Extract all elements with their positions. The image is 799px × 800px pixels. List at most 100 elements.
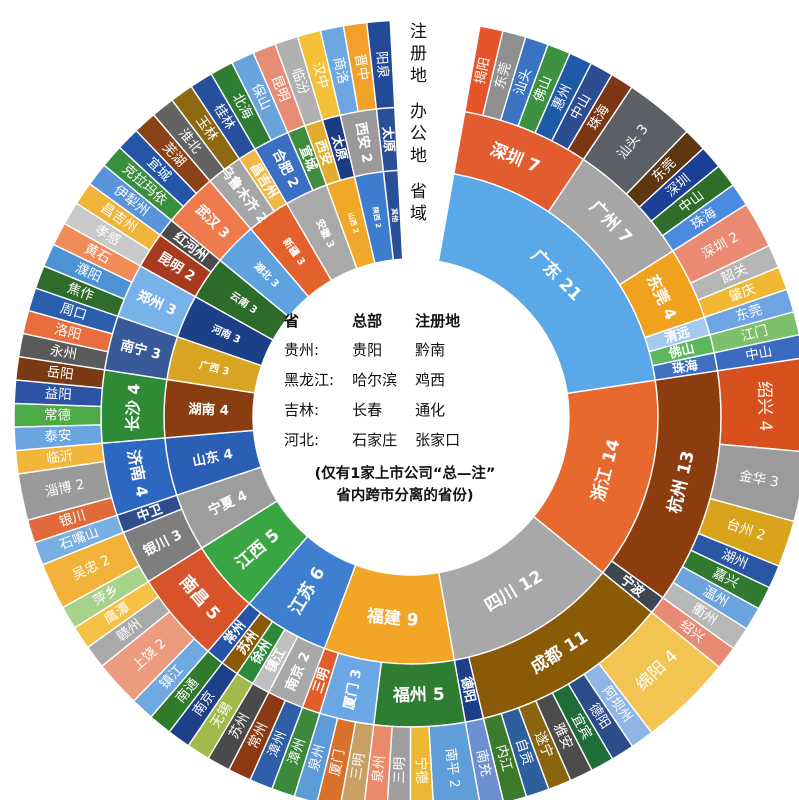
center-note: 省 总部 注册地 贵州: 贵阳 黔南 黑龙江: 哈尔滨 鸡西 吉林: 长春 通化… — [270, 310, 540, 510]
note-row: 黑龙江: 哈尔滨 鸡西 — [284, 369, 478, 399]
register-label-group: 阳泉 — [373, 50, 392, 79]
register-label: 晋中 — [351, 53, 371, 82]
register-label: 阳泉 — [373, 50, 392, 79]
register-label-group: 益阳 — [44, 386, 72, 404]
register-label-group: 泉州 — [369, 755, 388, 783]
legend-middle-ring: 办公地 — [406, 102, 426, 168]
register-label-value: 4 — [755, 420, 775, 431]
province-label: 陕西 2 — [371, 206, 384, 229]
province-label: 山东 4 — [191, 444, 234, 469]
register-label-group: 内江 — [492, 743, 515, 773]
office-city-label: 佛山 — [666, 340, 696, 362]
office-city-label-name: 长沙 — [122, 399, 142, 431]
office-city-label-group: 太原 — [329, 133, 351, 162]
register-label: 常德 — [44, 407, 71, 423]
register-label: 周口 — [58, 300, 89, 323]
note-row: 河北: 石家庄 张家口 — [284, 429, 478, 459]
register-label-name: 泉州 — [305, 742, 329, 773]
register-label-group: 东莞 — [492, 61, 514, 91]
note-cell: 贵阳 — [352, 341, 383, 359]
office-city-label-value: 3 — [348, 668, 366, 681]
note-cell: 鸡西 — [415, 371, 446, 389]
province-label-group: 山东 4 — [191, 444, 234, 469]
province-label-value: 2 — [374, 222, 383, 228]
note-cell: 河北: — [284, 431, 320, 449]
note-cell: 长春 — [352, 401, 383, 419]
office-city-label: 福州 5 — [392, 684, 445, 706]
register-label: 内江 — [492, 743, 515, 773]
register-label: 揭阳 — [472, 56, 493, 86]
office-city-label-name: 厦门 — [340, 681, 362, 711]
note-header: 总部 — [352, 312, 383, 330]
office-city-label-group: 南宁 3 — [119, 337, 163, 363]
note-cell: 贵州: — [284, 341, 320, 359]
note-footnote: (仅有1家上市公司“总—注” 省内跨市分离的省份) — [270, 463, 540, 507]
province-label-name: 陕西 — [371, 206, 382, 221]
register-label-group: 泰安 — [44, 428, 72, 445]
register-label-name: 晋中 — [351, 53, 371, 82]
office-city-label-name: 珠海 — [671, 357, 699, 377]
register-label-name: 泰安 — [44, 428, 72, 445]
register-label-name: 周口 — [58, 300, 89, 323]
register-label-group: 晋中 — [351, 53, 371, 82]
province-label-name: 山东 — [191, 447, 221, 469]
register-label-name: 中山 — [744, 344, 773, 365]
register-label-group: 常德 — [44, 407, 71, 423]
province-label-name: 福建 — [365, 605, 402, 629]
register-label: 宁德 — [413, 757, 431, 784]
register-label: 金华 3 — [738, 468, 780, 491]
register-label: 三明 — [348, 752, 368, 781]
register-label-name: 揭阳 — [472, 56, 493, 86]
register-label-group: 周口 — [58, 300, 89, 323]
register-label-group: 临沂 — [45, 448, 74, 467]
register-label: 临沂 — [45, 448, 74, 467]
note-cell: 张家口 — [415, 431, 461, 449]
province-label-value: 4 — [219, 403, 229, 418]
office-city-label-name: 太原 — [380, 126, 398, 153]
register-label: 厦门 — [327, 748, 348, 778]
register-label-group: 厦门 — [327, 748, 348, 778]
register-label-name: 常德 — [44, 407, 71, 423]
note-cell: 黔南 — [415, 341, 446, 359]
province-label-name: 其他 — [390, 208, 400, 223]
register-label: 绍兴 4 — [754, 381, 776, 432]
register-label-group: 南充 — [473, 748, 494, 778]
register-label-name: 三明 — [348, 752, 368, 781]
province-label: 福建 9 — [365, 605, 419, 631]
register-label: 泉州 — [369, 755, 388, 783]
office-city-label-group: 厦门 3 — [340, 668, 366, 712]
register-label-group: 汉中 — [309, 60, 331, 90]
note-row: 贵州: 贵阳 黔南 — [284, 339, 478, 369]
register-label: 南平 2 — [442, 747, 463, 788]
province-label-name: 山西 — [346, 211, 359, 227]
register-label: 岳阳 — [46, 364, 75, 383]
register-label-group: 宁德 — [413, 757, 431, 784]
register-label-group: 洛阳 — [53, 321, 83, 343]
register-label-name: 商洛 — [330, 56, 351, 86]
note-cell: 吉林: — [284, 401, 320, 419]
office-city-label: 清远 — [662, 323, 691, 346]
office-city-label-name: 佛山 — [666, 340, 696, 362]
register-label: 商洛 — [330, 56, 351, 86]
register-label: 三明 — [391, 757, 408, 784]
register-label-name: 临沂 — [45, 448, 74, 467]
register-label-group: 揭阳 — [472, 56, 493, 86]
note-cell: 哈尔滨 — [352, 371, 398, 389]
note-cell: 石家庄 — [352, 431, 398, 449]
province-label: 其他 — [390, 208, 400, 223]
office-city-label-value: 4 — [124, 383, 143, 395]
register-label-group: 三明 — [391, 757, 408, 784]
register-label-name: 益阳 — [44, 386, 72, 404]
office-city-label-group: 佛山 — [666, 340, 696, 362]
province-label-value: 2 — [351, 227, 360, 234]
register-label-group: 淄博 2 — [43, 477, 86, 501]
register-label-group: 南平 2 — [442, 747, 463, 788]
register-label-group: 金华 3 — [738, 468, 780, 491]
province-label-value: 4 — [222, 446, 234, 463]
register-label-name: 银川 — [57, 507, 87, 530]
register-label-value: 2 — [446, 778, 463, 788]
register-label-name: 东莞 — [734, 302, 765, 325]
office-city-label-name: 福州 — [392, 684, 428, 706]
register-label-group: 绍兴 4 — [754, 381, 776, 432]
office-city-label-group: 珠海 — [671, 357, 699, 377]
